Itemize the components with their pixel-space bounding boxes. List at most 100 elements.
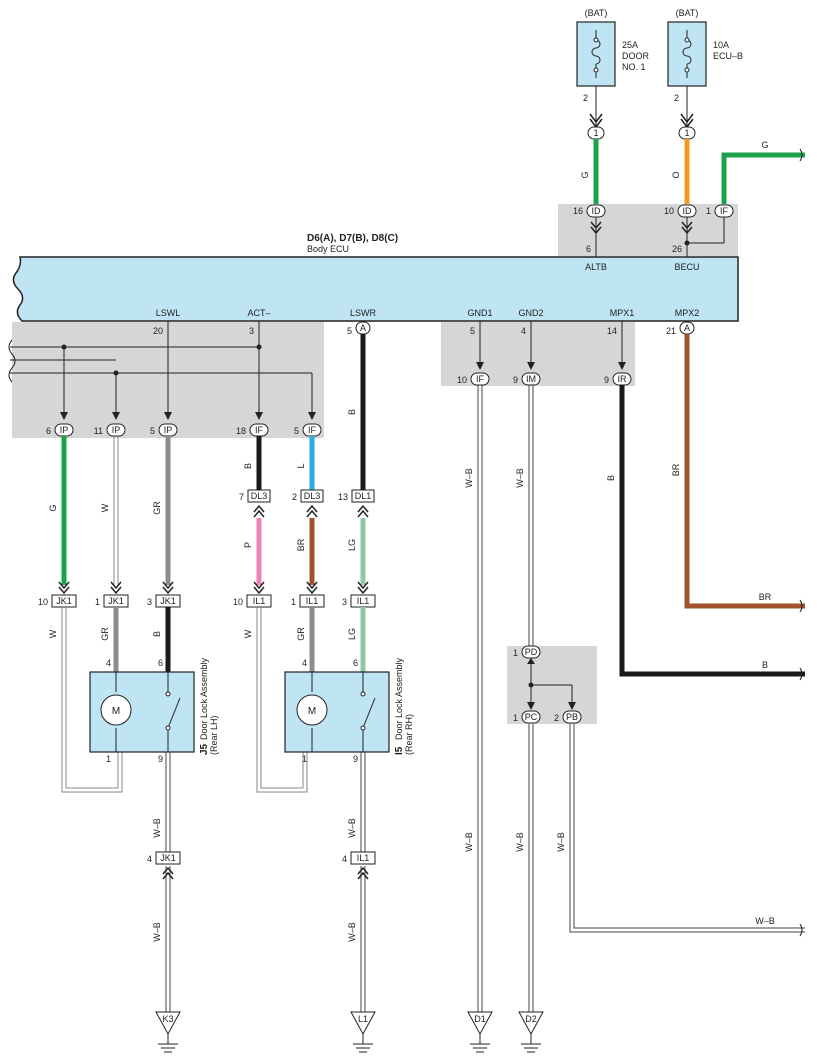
svg-text:4: 4 — [302, 658, 307, 668]
connector-5-IP: 5 IP — [150, 423, 178, 437]
svg-text:1: 1 — [95, 597, 100, 607]
ecu-pin: 26 — [672, 244, 682, 254]
connector-9-IR: 9 IR — [604, 372, 632, 386]
svg-text:ID: ID — [683, 206, 693, 216]
wire-color-label: O — [671, 171, 681, 178]
svg-text:B: B — [347, 409, 357, 415]
svg-text:14: 14 — [607, 326, 617, 336]
connector-1-JK1: 1 JK1 — [95, 594, 129, 608]
svg-text:PD: PD — [525, 647, 538, 657]
connector-oval-1a: 1 — [587, 126, 605, 140]
svg-text:IM: IM — [526, 374, 536, 384]
svg-text:10: 10 — [38, 597, 48, 607]
svg-text:W–B: W–B — [347, 818, 357, 838]
svg-text:B: B — [152, 631, 162, 637]
svg-text:9: 9 — [158, 754, 163, 764]
svg-text:10: 10 — [664, 206, 674, 216]
body-ecu: D6(A), D7(B), D8(C) Body ECU ALTB BECU L… — [12, 233, 739, 322]
svg-text:JK1: JK1 — [56, 596, 72, 606]
svg-text:D2: D2 — [525, 1014, 537, 1024]
connector-5-IF: 5 IF — [294, 423, 322, 437]
connector-10-IL1: 10 IL1 — [233, 594, 272, 608]
fuse-name: ECU–B — [713, 51, 743, 61]
svg-text:IL1: IL1 — [357, 596, 370, 606]
ground-d2: D2 — [518, 1011, 544, 1053]
svg-text:3: 3 — [342, 597, 347, 607]
connector-18-IF: 18 IF — [236, 423, 269, 437]
svg-text:W–B: W–B — [347, 922, 357, 942]
fuse-pin: 2 — [583, 93, 588, 103]
svg-text:11: 11 — [94, 426, 103, 436]
wire-color-label: G — [580, 171, 590, 178]
svg-text:W: W — [100, 503, 110, 512]
svg-text:IL1: IL1 — [357, 853, 370, 863]
ground-k3: K3 — [155, 1011, 181, 1053]
svg-text:PC: PC — [525, 712, 538, 722]
ecu-terminal-gnd1: GND1 — [467, 308, 492, 318]
svg-text:13: 13 — [338, 492, 348, 502]
svg-text:A: A — [684, 323, 690, 333]
connector-4-JK1: 4 JK1 — [147, 851, 181, 865]
fuse-name: DOOR — [622, 51, 650, 61]
svg-text:W–B: W–B — [464, 832, 474, 852]
svg-text:IP: IP — [112, 425, 121, 435]
connector-1-PC: 1 PC — [513, 710, 541, 724]
svg-text:4: 4 — [106, 658, 111, 668]
svg-text:3: 3 — [249, 326, 254, 336]
fuse-pin: 2 — [674, 93, 679, 103]
svg-text:5: 5 — [347, 326, 352, 336]
fuse-ecu-b: (BAT) 10A ECU–B 2 — [667, 8, 743, 103]
component-code: J5 — [199, 743, 210, 755]
svg-text:JK1: JK1 — [160, 596, 176, 606]
svg-text:B: B — [243, 463, 253, 469]
svg-text:B: B — [606, 475, 616, 481]
connector-16-ID: 16 ID — [573, 204, 606, 218]
svg-text:6: 6 — [353, 658, 358, 668]
svg-text:W–B: W–B — [152, 922, 162, 942]
svg-text:GR: GR — [152, 501, 162, 515]
svg-text:W–B: W–B — [464, 468, 474, 488]
svg-text:ID: ID — [592, 206, 602, 216]
svg-text:BR: BR — [759, 592, 772, 602]
connector-1-IF: 1 IF — [706, 204, 734, 218]
door-lock-assembly-rear-lh: 4 6 1 9 M J5 Door Lock Assembly (Rear LH… — [89, 657, 219, 764]
svg-text:10: 10 — [233, 597, 243, 607]
svg-text:IL1: IL1 — [253, 596, 266, 606]
svg-text:LG: LG — [347, 539, 357, 551]
svg-text:DL1: DL1 — [355, 491, 372, 501]
svg-text:B: B — [762, 660, 768, 670]
svg-text:IP: IP — [164, 425, 173, 435]
ground-l1: L1 — [350, 1011, 376, 1053]
svg-text:W–B: W–B — [515, 468, 525, 488]
connector-13-DL1: 13 DL1 — [338, 489, 375, 503]
connector-10-IF-gnd: 10 IF — [457, 372, 490, 386]
svg-text:GR: GR — [296, 627, 306, 641]
svg-text:W–B: W–B — [755, 916, 775, 926]
ecu-terminal-altb: ALTB — [585, 262, 607, 272]
connector-6-IP: 6 IP — [46, 423, 74, 437]
svg-text:L1: L1 — [358, 1014, 368, 1024]
connector-4-IL1: 4 IL1 — [342, 851, 376, 865]
connector-A-lswr: A — [355, 321, 371, 335]
svg-text:DL3: DL3 — [251, 491, 268, 501]
svg-text:6: 6 — [46, 426, 51, 436]
svg-text:A: A — [360, 323, 366, 333]
connector-11-IP: 11 IP — [94, 423, 126, 437]
motor-icon: M — [112, 706, 120, 717]
svg-text:2: 2 — [554, 713, 559, 723]
svg-text:6: 6 — [158, 658, 163, 668]
svg-text:IF: IF — [720, 206, 729, 216]
connector-7-DL3: 7 DL3 — [239, 489, 271, 503]
svg-text:9: 9 — [353, 754, 358, 764]
component-name-2: (Rear LH) — [209, 715, 219, 755]
svg-text:9: 9 — [513, 375, 518, 385]
ecu-terminal-lswr: LSWR — [350, 308, 377, 318]
svg-text:1: 1 — [513, 648, 518, 658]
ecu-pin: 6 — [586, 244, 591, 254]
svg-text:JK1: JK1 — [160, 853, 176, 863]
component-name: Door Lock Assembly — [199, 657, 209, 740]
fuse-name-2: NO. 1 — [622, 62, 646, 72]
fuse-source-label: (BAT) — [676, 8, 699, 18]
svg-text:5: 5 — [294, 426, 299, 436]
svg-text:W–B: W–B — [152, 818, 162, 838]
